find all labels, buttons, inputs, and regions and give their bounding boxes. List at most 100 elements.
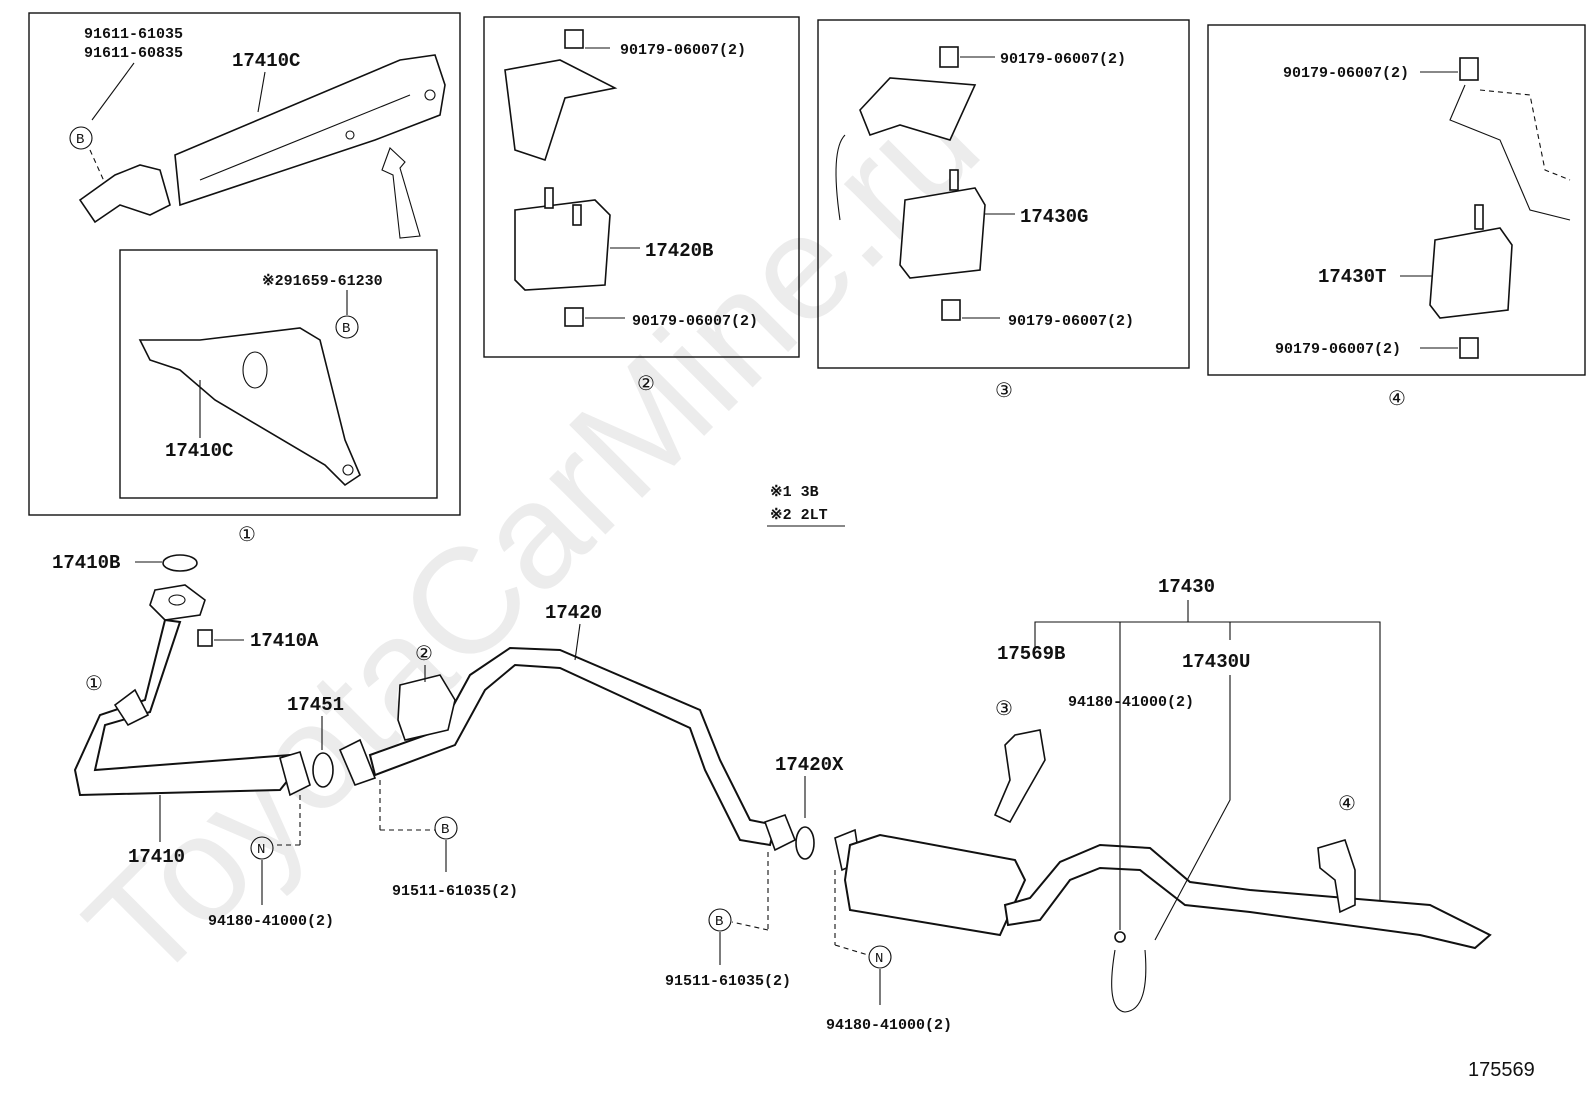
frame-bracket (504, 59, 618, 162)
bracket-17410c-top (174, 54, 446, 207)
front-pipe-flange (149, 584, 206, 621)
center-pipe-outlet-flange (763, 813, 797, 852)
panel-4-frame (1207, 24, 1586, 376)
nut-94180 (1114, 931, 1126, 943)
label-91611-60835: 91611-60835 (84, 45, 183, 62)
label-90179-top: 90179-06007(2) (1000, 51, 1126, 68)
tail-hanger (1317, 839, 1356, 914)
clamp-17430u (1111, 949, 1147, 1013)
center-pipe-bracket (397, 674, 456, 741)
center-pipe-flange (338, 738, 377, 787)
stud (572, 204, 582, 226)
label-90179-bottom: 90179-06007(2) (1275, 341, 1401, 358)
label-17410c-top: 17410C (232, 50, 300, 72)
callout-n: N (257, 842, 265, 858)
label-90179-top: 90179-06007(2) (1283, 65, 1409, 82)
marker-2: ② (415, 643, 433, 665)
stud (1474, 204, 1484, 230)
label-94180-left: 94180-41000(2) (208, 913, 334, 930)
callout-b-circle (434, 816, 458, 840)
tail-pipe-17430 (1003, 843, 1492, 950)
label-17420: 17420 (545, 602, 602, 624)
label-17430t: 17430T (1318, 266, 1386, 288)
frame-rail (1449, 84, 1571, 221)
bracket-hole (342, 464, 354, 476)
note-line-1: ※1 3B (770, 484, 819, 501)
nut-icon (564, 307, 584, 327)
mount-17420b (514, 199, 611, 291)
callout-n-circle (868, 945, 892, 969)
flange-hole (168, 594, 186, 606)
label-17410: 17410 (128, 846, 185, 868)
assy-bracket-line (1034, 621, 1381, 900)
bracket-hole (424, 89, 436, 101)
label-17410b: 17410B (52, 552, 120, 574)
nut-icon (564, 29, 584, 49)
label-90179-bottom: 90179-06007(2) (1008, 313, 1134, 330)
panel-2-marker: ② (637, 373, 655, 395)
nut-icon (1459, 337, 1479, 359)
panel-1-marker: ① (238, 524, 256, 546)
flange-part (78, 164, 171, 224)
label-17451: 17451 (287, 694, 344, 716)
leader-line (257, 71, 266, 113)
gasket-17451 (312, 752, 334, 788)
panel-1: 91611-61035 91611-60835 B 17410C ※291659… (28, 12, 461, 546)
label-17410a: 17410A (250, 630, 319, 652)
bracket-17410c-inset (138, 327, 361, 487)
panel-4-marker: ④ (1388, 388, 1406, 410)
frame-rail (835, 134, 846, 221)
panel-2-frame (483, 16, 800, 358)
label-91511-left: 91511-61035(2) (392, 883, 518, 900)
label-90179-top: 90179-06007(2) (620, 42, 746, 59)
arrow-icon (381, 147, 421, 239)
panel-3: 90179-06007(2) 17430G 90179-06007(2) ③ (817, 19, 1190, 402)
callout-b-inset: B (342, 321, 350, 337)
leader-line (1154, 675, 1231, 941)
dash-leader (834, 944, 869, 956)
callout-b-circle (708, 908, 732, 932)
label-17430u: 17430U (1182, 651, 1250, 673)
nut-icon (941, 299, 961, 321)
nut-17410a (197, 629, 213, 647)
muffler (843, 833, 1027, 937)
callout-b-right: B (715, 914, 723, 930)
frame-bracket (859, 77, 977, 141)
center-pipe-17420 (368, 646, 777, 847)
bracket-hole (242, 351, 268, 389)
nut-icon (939, 46, 959, 68)
label-17430g: 17430G (1020, 206, 1088, 228)
pipe-bracket (113, 688, 150, 727)
label-291659-61230: ※291659-61230 (262, 273, 383, 290)
mount-17430t (1429, 227, 1513, 319)
gasket-17420x (795, 826, 815, 860)
note-line-2: ※2 2LT (770, 507, 828, 524)
stud (544, 187, 554, 209)
front-pipe-outlet-flange (279, 751, 311, 797)
dash-leader (731, 921, 769, 931)
panel-4: 90179-06007(2) 17430T 90179-06007(2) ④ (1207, 24, 1586, 410)
label-17569b: 17569B (997, 643, 1065, 665)
label-17420b: 17420B (645, 240, 713, 262)
callout-n-right: N (875, 951, 883, 967)
panel-1-inset (119, 249, 438, 499)
hanger-17569b (993, 729, 1046, 824)
callout-n-circle (250, 836, 274, 860)
callout-b-circle (335, 315, 359, 339)
panel-1-frame (28, 12, 461, 516)
gasket-17410b (162, 554, 198, 572)
label-91611-61035: 91611-61035 (84, 26, 183, 43)
marker-4: ④ (1338, 793, 1356, 815)
bracket-edge (199, 94, 411, 181)
panel-3-frame (817, 19, 1190, 369)
stud (949, 169, 959, 191)
leader-line (574, 623, 581, 661)
panel-2: 90179-06007(2) 17420B 90179-06007(2) ② (483, 16, 800, 395)
mount-17430g (899, 187, 986, 279)
leader-line (91, 62, 135, 121)
label-17420x: 17420X (775, 754, 844, 776)
main-exhaust: 17410B 17410A ① 17410 17451 N 94180-4100… (52, 552, 1492, 1034)
label-90179-bottom: 90179-06007(2) (632, 313, 758, 330)
label-94180-mid: 94180-41000(2) (1068, 694, 1194, 711)
